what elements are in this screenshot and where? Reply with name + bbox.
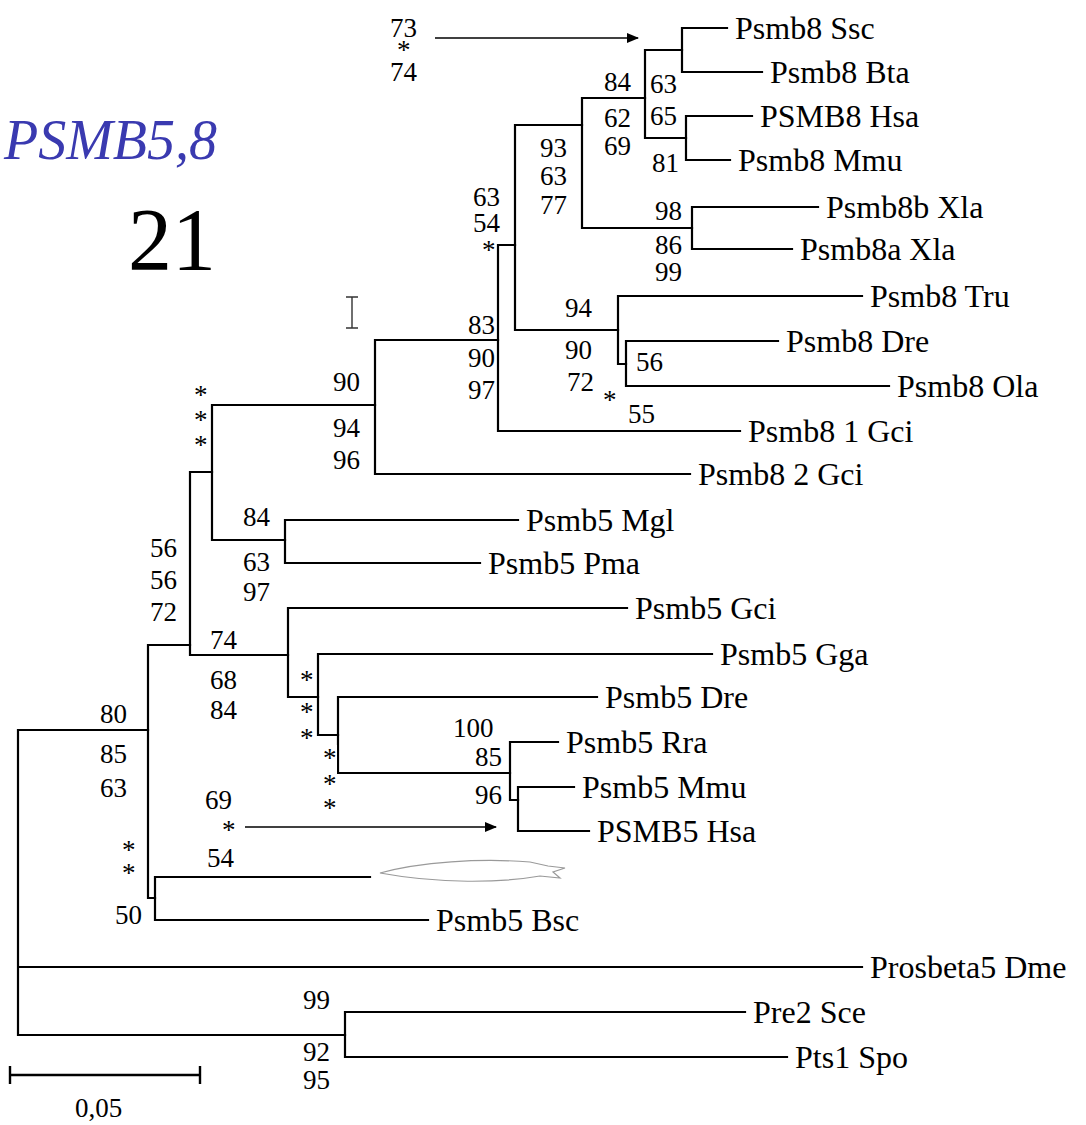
support-value: * [300,699,314,726]
support-value: 69 [205,787,232,814]
support-value: * [482,237,496,264]
support-value: 56 [636,349,663,376]
scale-bar [10,1066,200,1084]
support-value: * [323,745,337,772]
support-value: 62 [604,105,631,132]
support-value: 63 [650,71,677,98]
taxon-label: Pre2 Sce [753,996,866,1028]
tree-branches [18,28,889,1057]
support-value: 56 [150,535,177,562]
support-value: 50 [115,902,142,929]
support-value: 94 [333,415,360,442]
amphioxus-silhouette [380,860,565,881]
support-value: 85 [475,744,502,771]
support-value: 63 [243,549,270,576]
taxon-label: Psmb5 Rra [566,726,707,758]
support-value: 77 [540,192,567,219]
support-value: 92 [303,1039,330,1066]
support-value: 74 [210,627,237,654]
taxon-label: Psmb8 Tru [870,280,1010,312]
support-value: 99 [655,259,682,286]
support-value: * [323,795,337,822]
support-value: 54 [473,210,500,237]
support-value: 63 [100,775,127,802]
scale-label: 0,05 [75,1095,122,1122]
support-value: 65 [650,103,677,130]
support-value: 97 [243,579,270,606]
taxon-label: Psmb8 Ssc [735,12,875,44]
taxon-label: PSMB5 Hsa [597,815,756,847]
support-value: 56 [150,567,177,594]
support-value: 84 [210,697,237,724]
support-value: 80 [100,701,127,728]
support-value: 72 [150,599,177,626]
support-value: 69 [604,133,631,160]
support-value: * [300,667,314,694]
support-value: 63 [473,184,500,211]
support-value: * [194,432,208,459]
support-value: * [222,817,236,844]
taxon-label: Psmb5 Bsc [436,904,579,936]
panel-number: 21 [128,196,216,284]
taxon-label: Psmb8 1 Gci [748,415,913,447]
taxon-label: Psmb8 2 Gci [698,458,863,490]
support-value: 72 [567,369,594,396]
taxon-label: Psmb8 Mmu [738,144,902,176]
support-value: 55 [628,401,655,428]
taxon-label: Pts1 Spo [795,1041,908,1073]
support-value: 93 [540,135,567,162]
support-value: 90 [333,369,360,396]
support-value: 85 [100,741,127,768]
support-value: 98 [655,198,682,225]
support-value: 100 [453,715,494,742]
taxon-label: Psmb5 Dre [605,681,748,713]
taxon-label: Psmb8 Bta [770,56,910,88]
support-value: * [323,771,337,798]
support-value: 68 [210,667,237,694]
support-value: 83 [468,312,495,339]
support-value: * [194,407,208,434]
support-value: 81 [652,150,679,177]
taxon-label: Psmb5 Gga [720,638,868,670]
support-value: 90 [565,337,592,364]
taxon-label: Psmb8 Dre [786,325,929,357]
support-value: 90 [468,345,495,372]
support-value: 97 [468,377,495,404]
taxon-label: Psmb5 Pma [488,547,640,579]
support-value: 86 [655,232,682,259]
support-value: * [300,725,314,752]
support-value: 84 [243,504,270,531]
taxon-label: Psmb8a Xla [800,233,956,265]
figure-title: PSMB5,8 [4,112,217,168]
support-value: 94 [565,295,592,322]
taxon-label: Psmb5 Mgl [526,504,674,536]
support-value: 74 [390,59,417,86]
callout-arrows [245,38,638,827]
taxon-label: Psmb8 Ola [897,370,1038,402]
support-value: 84 [604,69,631,96]
support-value: * [194,382,208,409]
support-value: 63 [540,163,567,190]
taxon-label: Prosbeta5 Dme [870,951,1066,983]
support-value: 99 [303,987,330,1014]
support-value: 96 [333,447,360,474]
support-value: 96 [475,782,502,809]
support-value: 95 [303,1067,330,1094]
taxon-label: PSMB8 Hsa [760,100,919,132]
support-value: * [122,860,136,887]
taxon-label: Psmb8b Xla [826,191,983,223]
support-value: 54 [207,845,234,872]
taxon-label: Psmb5 Mmu [582,771,746,803]
cursor-icon [346,297,358,328]
taxon-label: Psmb5 Gci [635,592,776,624]
support-value: * [603,387,617,414]
